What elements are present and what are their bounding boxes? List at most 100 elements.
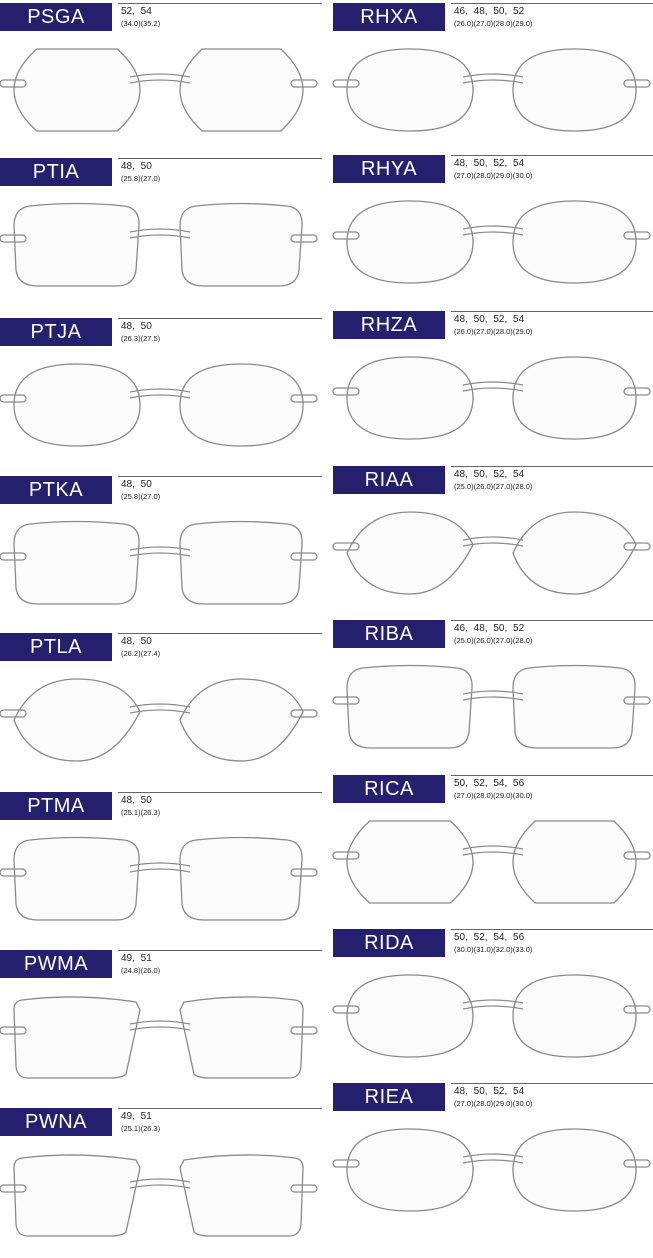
- bridge: [129, 546, 191, 557]
- lens-sizes: 48, 50, 52, 54: [454, 1086, 525, 1097]
- left-lens: [13, 520, 140, 605]
- bridge-measurements: (34.0)(35.2): [121, 19, 161, 28]
- bridge: [462, 381, 524, 392]
- right-lens: [179, 520, 303, 605]
- left-lens: [346, 820, 474, 904]
- header-rule: [451, 775, 653, 776]
- bridge-measurements: (26.0)(27.0)(28.0)(29.0): [454, 19, 533, 28]
- bridge-measurements: (25.8)(27.0): [121, 492, 161, 501]
- eyeglass-frame-drawing: [0, 202, 318, 287]
- header-rule: [451, 929, 653, 930]
- bridge-measurements: (25.0)(26.0)(27.0)(28.0): [454, 482, 533, 491]
- right-temple-stub: [623, 696, 651, 705]
- lens-sizes: 48, 50: [121, 479, 152, 490]
- lens-sizes: 52, 54: [121, 6, 152, 17]
- bridge-measurements: (26.0)(27.0)(28.0)(29.0): [454, 327, 533, 336]
- lens-sizes: 49, 51: [121, 953, 152, 964]
- right-lens: [179, 1154, 304, 1237]
- model-code-label: RIDA: [333, 929, 445, 957]
- left-temple-stub: [0, 394, 27, 403]
- bridge-measurements: (25.1)(26.3): [121, 808, 161, 817]
- left-lens: [346, 48, 474, 132]
- lens-sizes: 50, 52, 54, 56: [454, 778, 525, 789]
- lens-sizes: 48, 50: [121, 161, 152, 172]
- right-lens: [179, 678, 304, 762]
- eyeglass-frame-drawing: [332, 974, 651, 1058]
- model-code-label: RIAA: [333, 466, 445, 494]
- right-temple-stub: [623, 851, 651, 860]
- left-temple-stub: [332, 1159, 360, 1168]
- eyeglass-frame-drawing: [0, 520, 318, 605]
- header-rule: [118, 158, 322, 159]
- bridge: [129, 862, 191, 873]
- left-lens: [13, 202, 140, 287]
- eyeglass-frame-drawing: [332, 820, 651, 904]
- bridge-measurements: (26.3)(27.5): [121, 334, 161, 343]
- right-lens: [179, 836, 303, 921]
- model-code-label: RIEA: [333, 1083, 445, 1111]
- left-temple-stub: [0, 552, 27, 561]
- right-temple-stub: [623, 542, 651, 551]
- right-temple-stub: [623, 1159, 651, 1168]
- left-lens: [346, 1128, 474, 1212]
- left-temple-stub: [0, 709, 27, 718]
- right-lens: [512, 974, 637, 1058]
- left-lens: [13, 996, 141, 1079]
- bridge-measurements: (25.0)(26.0)(27.0)(28.0): [454, 636, 533, 645]
- bridge-measurements: (25.1)(26.3): [121, 1124, 161, 1133]
- lens-sizes: 48, 50, 52, 54: [454, 158, 525, 169]
- model-code-label: PSGA: [0, 3, 112, 31]
- eyeglass-frame-drawing: [332, 200, 651, 284]
- bridge-measurements: (27.0)(28.0)(29.0)(30.0): [454, 171, 533, 180]
- model-code-label: PWNA: [0, 1108, 112, 1136]
- left-temple-stub: [0, 868, 27, 877]
- right-lens: [512, 511, 637, 595]
- right-lens: [512, 200, 637, 284]
- bridge-measurements: (30.0)(31.0)(32.0)(33.0): [454, 945, 533, 954]
- model-code-label: RHZA: [333, 311, 445, 339]
- bridge: [129, 1020, 191, 1031]
- bridge-measurements: (26.2)(27.4): [121, 649, 161, 658]
- bridge: [129, 703, 191, 714]
- lens-sizes: 46, 48, 50, 52: [454, 6, 525, 17]
- bridge-measurements: (24.8)(26.0): [121, 966, 161, 975]
- header-rule: [451, 620, 653, 621]
- header-rule: [118, 476, 322, 477]
- left-lens: [13, 678, 141, 762]
- left-temple-stub: [332, 696, 360, 705]
- right-temple-stub: [290, 234, 318, 243]
- eyeglass-frame-drawing: [332, 664, 651, 749]
- right-temple-stub: [290, 552, 318, 561]
- right-lens: [179, 48, 304, 132]
- left-lens: [346, 511, 474, 595]
- bridge: [129, 388, 191, 399]
- bridge: [462, 536, 524, 547]
- model-code-label: PTKA: [0, 476, 112, 504]
- eyeglass-frame-drawing: [0, 48, 318, 132]
- bridge: [462, 1153, 524, 1164]
- header-rule: [118, 792, 322, 793]
- header-rule: [451, 1083, 653, 1084]
- model-code-label: PTIA: [0, 158, 112, 186]
- bridge-measurements: (27.0)(28.0)(29.0)(30.0): [454, 791, 533, 800]
- bridge: [462, 690, 524, 701]
- left-lens: [346, 974, 474, 1058]
- bridge-measurements: (25.8)(27.0): [121, 174, 161, 183]
- right-temple-stub: [623, 1005, 651, 1014]
- bridge: [129, 1178, 191, 1189]
- lens-sizes: 48, 50: [121, 636, 152, 647]
- bridge: [462, 845, 524, 856]
- right-lens: [512, 1128, 637, 1212]
- right-temple-stub: [290, 79, 318, 88]
- bridge: [462, 999, 524, 1010]
- header-rule: [451, 311, 653, 312]
- right-lens: [512, 664, 636, 749]
- lens-sizes: 46, 48, 50, 52: [454, 623, 525, 634]
